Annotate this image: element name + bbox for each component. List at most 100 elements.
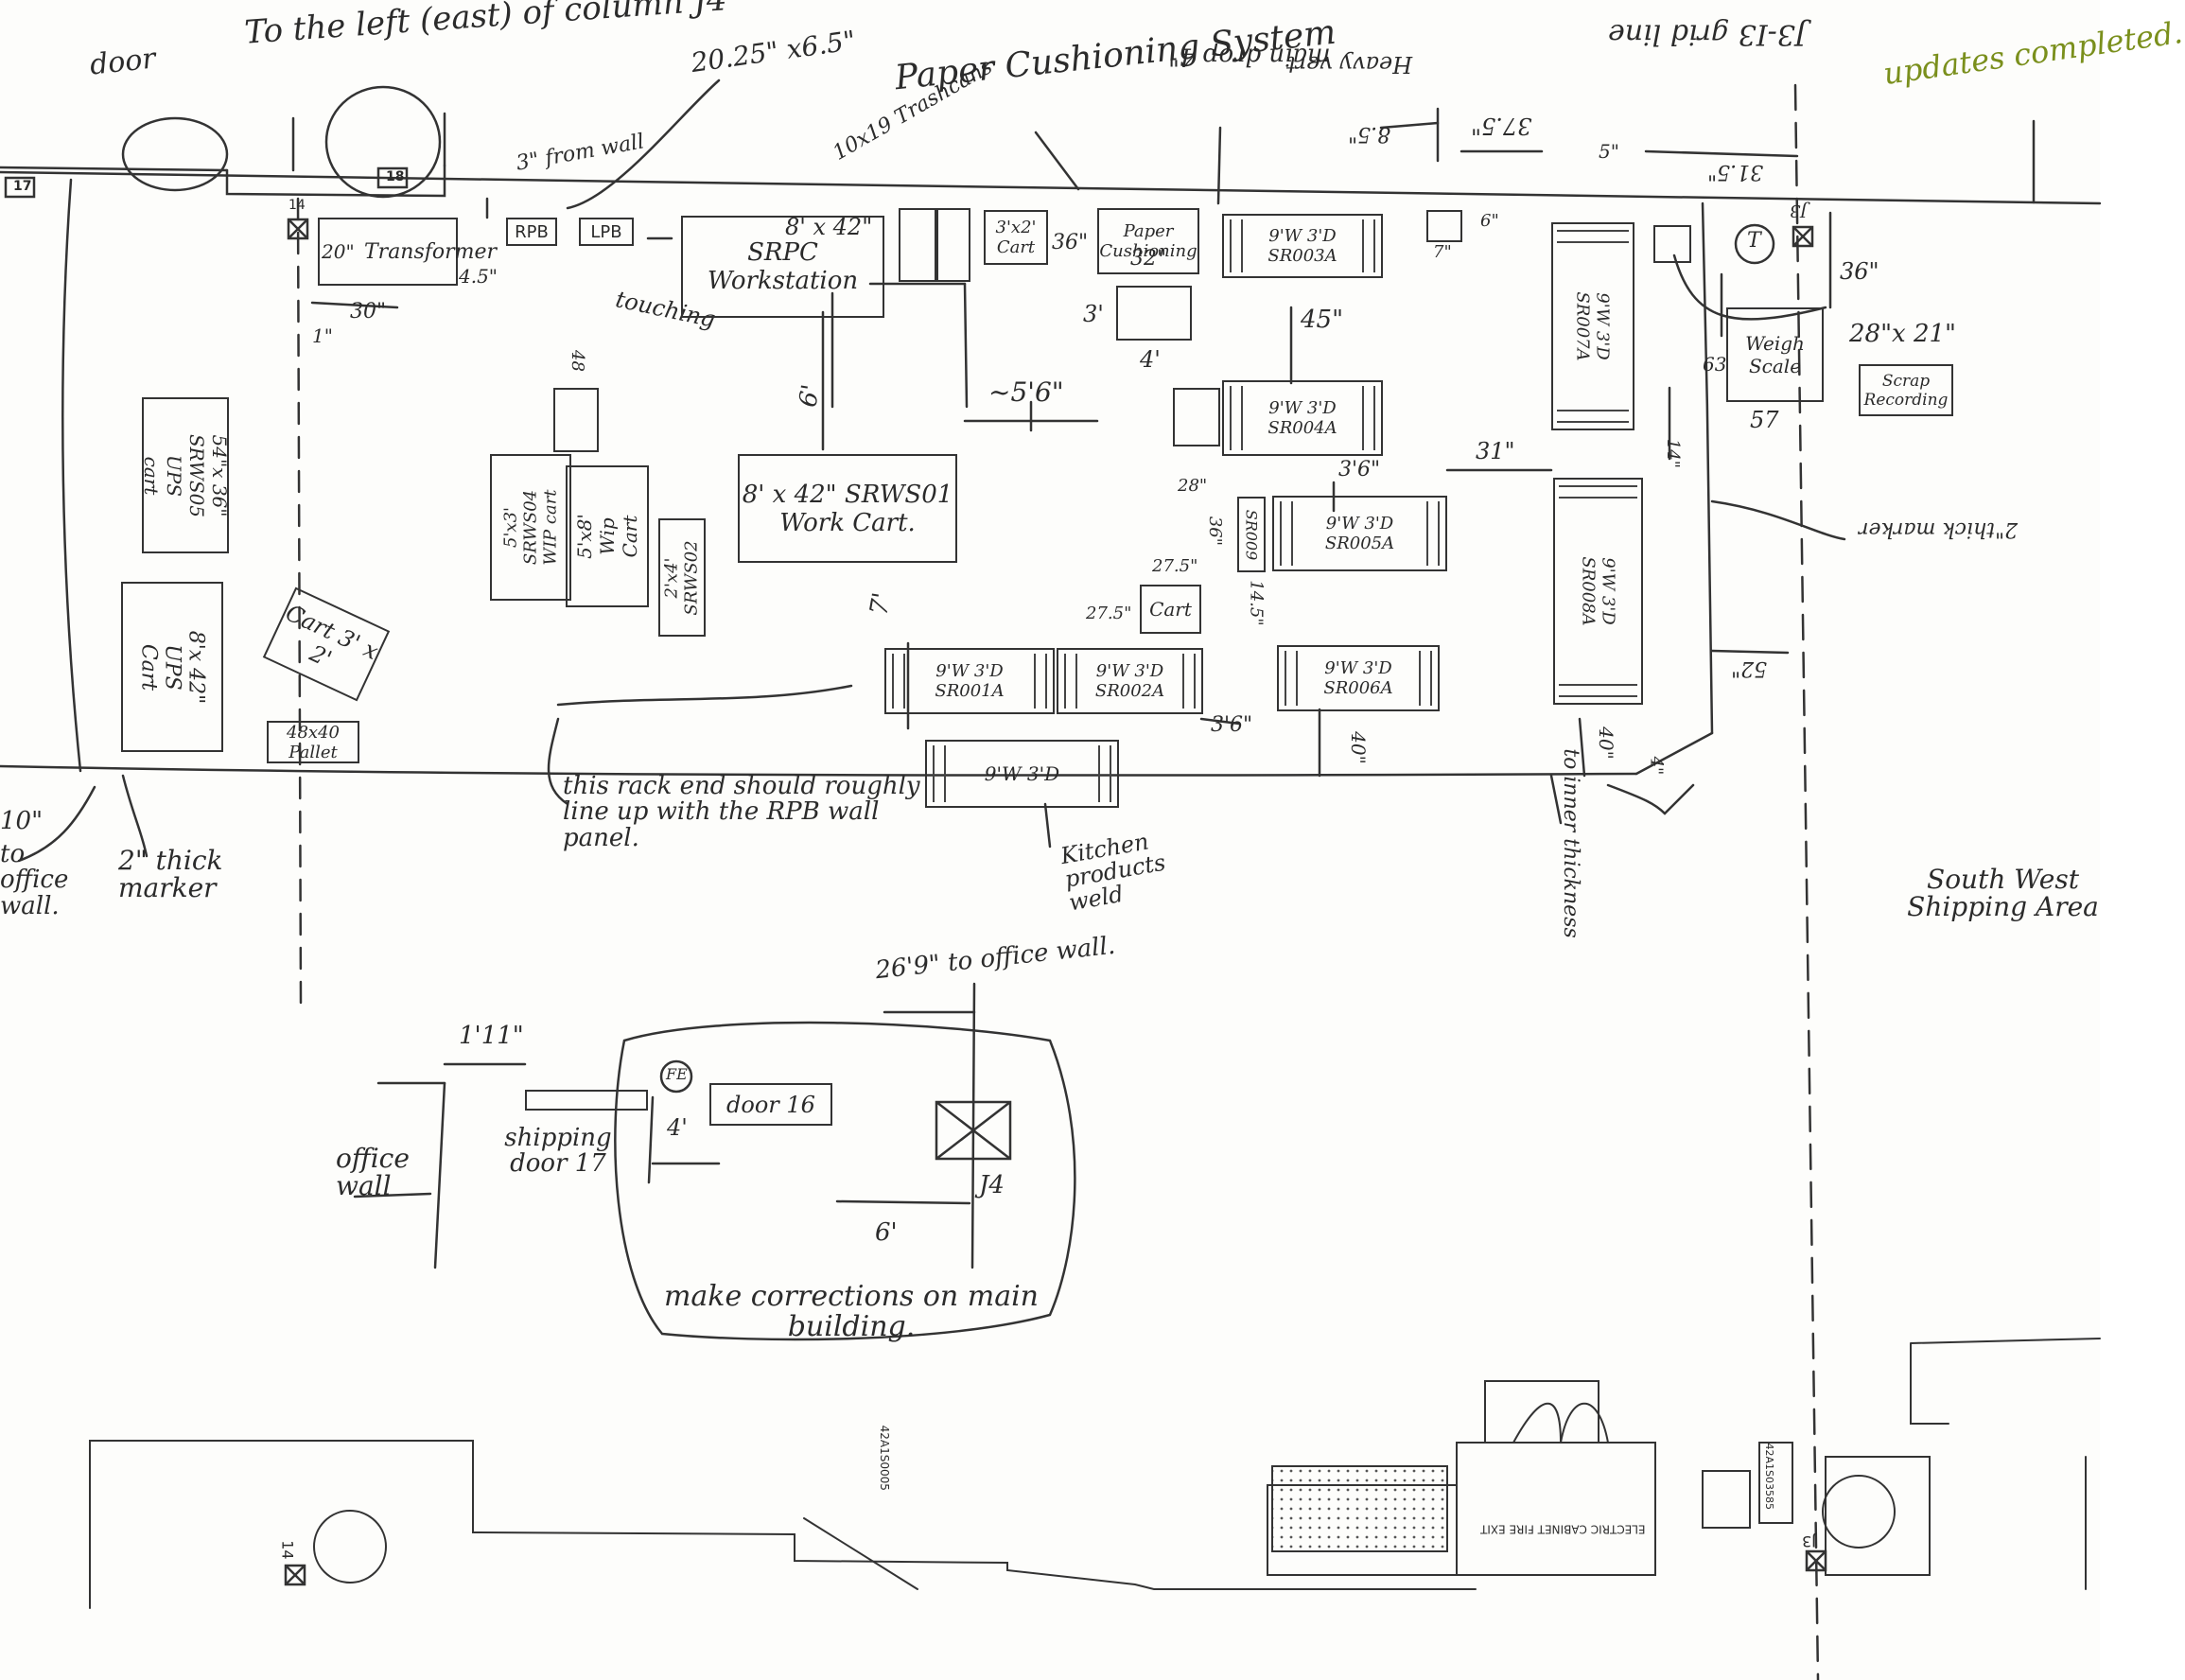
srws04-label: 5'x3' SRWS04 WIP cart — [500, 489, 561, 566]
lpb-box: LPB — [579, 218, 634, 246]
column-18-label: 18 — [386, 169, 405, 184]
rack-sr005a-size: 9'W 3'D — [1325, 514, 1394, 534]
kitchen-rack: 9'W 3'D — [925, 740, 1119, 808]
dim-30: 30" — [350, 300, 387, 324]
rack-sr004a: 9'W 3'D SR004A — [1222, 380, 1383, 456]
dim-4-5: 4.5" — [459, 265, 498, 288]
dim-14-5: 14.5" — [1246, 580, 1267, 626]
door-note: door — [88, 42, 158, 82]
srpc-label: SRPC Workstation — [707, 238, 859, 295]
fe-mark: FE — [666, 1065, 688, 1083]
dim-63: 63 — [1703, 353, 1727, 376]
dim-6: 6" — [1480, 211, 1499, 231]
rack-sr001a: 9'W 3'D SR001A — [884, 648, 1055, 714]
marker-right-note: 2"thick marker — [1859, 517, 2019, 542]
dim-52: 52" — [1731, 656, 1768, 681]
rack-sr008a-id: SR008A — [1578, 556, 1599, 626]
rack-sr006a-id: SR006A — [1323, 678, 1393, 698]
transformer-label: Transformer — [364, 240, 498, 264]
srws02-cart: 2'x4' SRWS02 — [658, 518, 706, 637]
rack-sr006a: 9'W 3'D SR006A — [1277, 645, 1440, 711]
dim-40b: 40" — [1594, 726, 1617, 760]
weigh-scale-box: Weigh Scale — [1726, 307, 1824, 402]
dim-4: 4" — [1646, 756, 1667, 776]
dim-10: 10" — [0, 807, 44, 835]
rack-sr001a-id: SR001A — [935, 681, 1005, 701]
dim-3-6: 3'6" — [1338, 458, 1381, 481]
heavy-vert-note: Heavy vert — [1286, 51, 1413, 79]
dim-27-5b: 27.5" — [1086, 604, 1132, 623]
corrections-note: make corrections on main building. — [663, 1280, 1040, 1343]
plan-text-2: ELECTRIC CABINET FIRE EXIT — [1480, 1522, 1646, 1536]
rack-sr002a-id: SR002A — [1094, 681, 1165, 701]
rack-sr008a: 9'W 3'D SR008A — [1553, 478, 1643, 705]
dim-3-6b: 3'6" — [1211, 713, 1253, 737]
rack-sr003a-size: 9'W 3'D — [1268, 226, 1337, 246]
dim-28: 28" — [1178, 476, 1208, 496]
rack-sr004a-id: SR004A — [1267, 418, 1337, 438]
transformer-box — [318, 218, 458, 286]
dim-31: 31" — [1476, 438, 1515, 464]
dim-4ft-b: 4' — [667, 1114, 688, 1141]
small-table — [1116, 286, 1192, 341]
wip-cart-label: 5'x8' Wip Cart — [573, 514, 641, 559]
ups-cart-srws05-label: 54"x 36" SRWS05 UPS cart — [140, 433, 231, 517]
sketch-lines — [0, 79, 2102, 1680]
rack-sr006a-size: 9'W 3'D — [1324, 658, 1392, 678]
office-wall-note: office wall — [336, 1143, 410, 1202]
rack-sr007a: 9'W 3'D SR007A — [1551, 222, 1634, 430]
dim-31-5: 31.5" — [1707, 160, 1764, 184]
trashcan-1 — [899, 208, 936, 282]
dim-36c: 36" — [1205, 516, 1226, 547]
dim-32: 32" — [1130, 247, 1167, 271]
srpc-dim: 8' x 42" — [785, 214, 873, 240]
bottom-j3-label: J3 — [1802, 1531, 1816, 1550]
sr009-box: SR009 — [1237, 497, 1266, 572]
column-14-label: 14 — [288, 198, 306, 213]
door16-box: door 16 — [709, 1083, 832, 1126]
rack-sr007a-id: SR007A — [1573, 291, 1593, 361]
dim-20in: 20" — [322, 240, 355, 263]
rack-end-note: this rack end should roughly line up wit… — [563, 772, 920, 852]
wip-cart: 5'x8' Wip Cart — [566, 465, 649, 607]
rack-sr001a-size: 9'W 3'D — [935, 661, 1004, 681]
rack-sr002a-size: 9'W 3'D — [1095, 661, 1164, 681]
small-square — [1653, 225, 1691, 263]
rack-sr005a: 9'W 3'D SR005A — [1272, 496, 1447, 571]
scrap-recording-box: Scrap Recording — [1859, 364, 1953, 416]
dim-57: 57 — [1750, 407, 1779, 433]
ups-cart-8x42: 8'x 42" UPS Cart — [121, 582, 223, 752]
rack-sr005a-id: SR005A — [1324, 534, 1395, 553]
rack-sr002a: 9'W 3'D SR002A — [1057, 648, 1203, 714]
kitchen-rack-label: 9'W 3'D — [984, 762, 1060, 785]
dim-36a: 36" — [1052, 231, 1089, 254]
column-17-label: 17 — [13, 179, 32, 194]
pallet-dim: 48x40 Pallet — [287, 722, 340, 762]
rack-sr004a-stub — [1173, 388, 1220, 446]
srws04-wip-cart: 5'x3' SRWS04 WIP cart — [490, 454, 571, 601]
small-post — [1426, 210, 1462, 242]
dim-5-6: ~5'6" — [988, 376, 1064, 408]
shipping-door-bar — [525, 1090, 648, 1111]
rack-sr008a-size: 9'W 3'D — [1598, 557, 1618, 625]
dim-27-5a: 27.5" — [1152, 556, 1198, 576]
small-cart-48 — [553, 388, 599, 452]
cart-3x2: 3'x2' Cart — [984, 210, 1048, 265]
dim-5: 5" — [1599, 140, 1619, 163]
cart-27-5: Cart — [1140, 585, 1201, 634]
office-wall-left-note: to office wall. — [0, 840, 69, 920]
t-mark: T — [1747, 229, 1761, 253]
dim-45: 45" — [1301, 306, 1344, 334]
dim-48: 48 — [567, 349, 587, 372]
srws01-work-cart: 8' x 42" SRWS01 Work Cart. — [738, 454, 957, 563]
southwest-area-note: South West Shipping Area — [1907, 864, 2099, 923]
dim-8-5: 8.5" — [1348, 122, 1391, 147]
ups-cart-8x42-label: 8'x 42" UPS Cart — [136, 630, 208, 704]
rack-sr004a-size: 9'W 3'D — [1268, 398, 1337, 418]
dim-1: 1" — [312, 324, 333, 347]
rack-sr007a-size: 9'W 3'D — [1593, 292, 1613, 360]
shipping-door-note: shipping door 17 — [504, 1124, 612, 1179]
rack-sr003a-id: SR003A — [1267, 246, 1337, 266]
trashcan-2 — [936, 208, 970, 282]
